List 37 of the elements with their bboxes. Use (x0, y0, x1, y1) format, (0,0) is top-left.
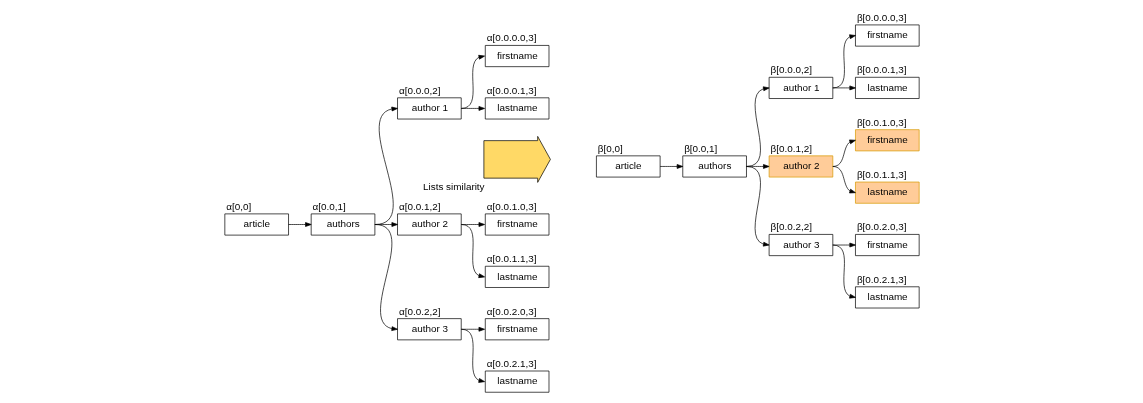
node-label: α[0.0.1,2] (398, 200, 440, 212)
node-label: α[0.0.0.1,3] (486, 84, 536, 96)
arrow (460, 106, 485, 111)
arrow (831, 85, 856, 91)
node-label: β[0.0.2,2] (770, 221, 812, 233)
arrow (374, 224, 398, 331)
node-label: α[0.0.2.1,3] (486, 357, 536, 369)
node-label: α[0,0] (225, 200, 251, 212)
node-label: α[0.0.0.0,3] (486, 32, 536, 44)
arrow (831, 34, 856, 89)
arrow (831, 242, 856, 248)
arrow (831, 244, 856, 299)
node-label: β[0.0.1.0,3] (856, 116, 907, 128)
node-label: α[0.0,1] (312, 200, 346, 212)
arrow (745, 166, 769, 247)
node-label: α[0.0.1.1,3] (486, 253, 536, 265)
node-label: β[0.0.1.1,3] (856, 168, 907, 180)
arrow (460, 328, 485, 383)
node-label: α[0.0.1.0,3] (486, 200, 536, 212)
node-label: β[0.0.0.0,3] (856, 11, 907, 23)
arrow (287, 222, 312, 227)
node-label: α[0.0.0,2] (398, 84, 440, 96)
node-label: β[0.0,1] (683, 142, 717, 154)
node-label: β[0.0.2.1,3] (856, 273, 907, 285)
arrow (460, 54, 485, 109)
node-label: β[0.0.1,2] (770, 142, 812, 154)
node-label: β[0.0.0,2] (770, 64, 812, 76)
arrow (460, 224, 485, 278)
arrow (659, 164, 683, 169)
node-label: β[0,0] (597, 142, 623, 154)
node-arrow (483, 136, 551, 183)
node-label: β[0.0.2.0,3] (856, 221, 907, 233)
node-label: Lists similarity (422, 181, 485, 193)
node-label: β[0.0.0.1,3] (856, 64, 907, 76)
arrow (831, 166, 856, 194)
node-label: α[0.0.2.0,3] (486, 305, 536, 317)
node-label: α[0.0.2,2] (398, 305, 440, 317)
